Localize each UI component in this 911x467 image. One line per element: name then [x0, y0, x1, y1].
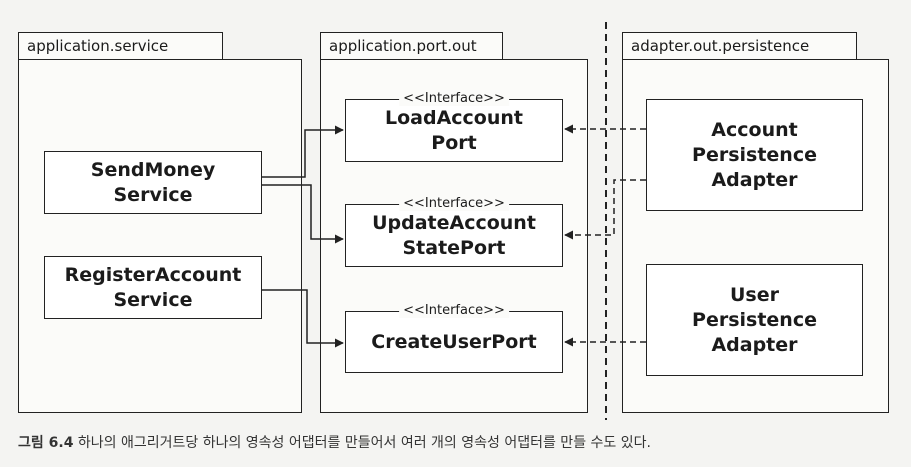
arrow-send-money-to-load-account	[262, 125, 344, 178]
update-account-state-port: UpdateAccount StatePort	[345, 204, 563, 267]
register-account-service-line-2: Service	[113, 288, 193, 311]
account-persistence-adapter-line-3: Adapter	[711, 168, 798, 191]
package-tab-port-out: application.port.out	[320, 32, 503, 60]
arrow-account-adapter-to-update-account-state	[564, 179, 646, 240]
update-account-state-port-line-2: StatePort	[402, 236, 506, 259]
load-account-port-line-1: LoadAccount	[384, 106, 523, 129]
user-persistence-adapter-line-2: Persistence	[692, 308, 817, 331]
user-persistence-adapter-line-3: Adapter	[711, 333, 798, 356]
send-money-service: SendMoney Service	[44, 151, 262, 214]
stereotype-create-user: <<Interface>>	[399, 304, 509, 318]
account-persistence-adapter-line-1: Account	[711, 118, 798, 141]
arrow-register-account-to-create-user	[262, 289, 344, 348]
caption-label: 그림 6.4	[18, 435, 74, 451]
send-money-service-line-2: Service	[113, 183, 193, 206]
load-account-port: LoadAccount Port	[345, 99, 563, 162]
account-persistence-adapter: Account Persistence Adapter	[646, 99, 863, 211]
user-persistence-adapter: User Persistence Adapter	[646, 264, 863, 376]
caption-text: 하나의 애그리거트당 하나의 영속성 어댑터를 만들어서 여러 개의 영속성 어…	[77, 435, 651, 451]
send-money-service-line-1: SendMoney	[90, 158, 216, 181]
update-account-state-port-line-1: UpdateAccount	[372, 211, 536, 234]
package-service	[18, 59, 302, 413]
package-tab-persistence: adapter.out.persistence	[622, 32, 857, 60]
stereotype-update-account-state: <<Interface>>	[399, 197, 509, 211]
figure-caption: 그림 6.4 하나의 애그리거트당 하나의 영속성 어댑터를 만들어서 여러 개…	[18, 432, 651, 452]
stereotype-load-account: <<Interface>>	[399, 92, 509, 106]
register-account-service-line-1: RegisterAccount	[64, 263, 242, 286]
package-tab-service: application.service	[18, 32, 223, 60]
user-persistence-adapter-line-1: User	[730, 283, 779, 306]
load-account-port-line-2: Port	[431, 131, 477, 154]
create-user-port: CreateUserPort	[345, 311, 563, 373]
account-persistence-adapter-line-2: Persistence	[692, 143, 817, 166]
arrow-send-money-to-update-account-state	[262, 184, 344, 244]
register-account-service: RegisterAccount Service	[44, 256, 262, 319]
create-user-port-line-1: CreateUserPort	[371, 330, 537, 353]
